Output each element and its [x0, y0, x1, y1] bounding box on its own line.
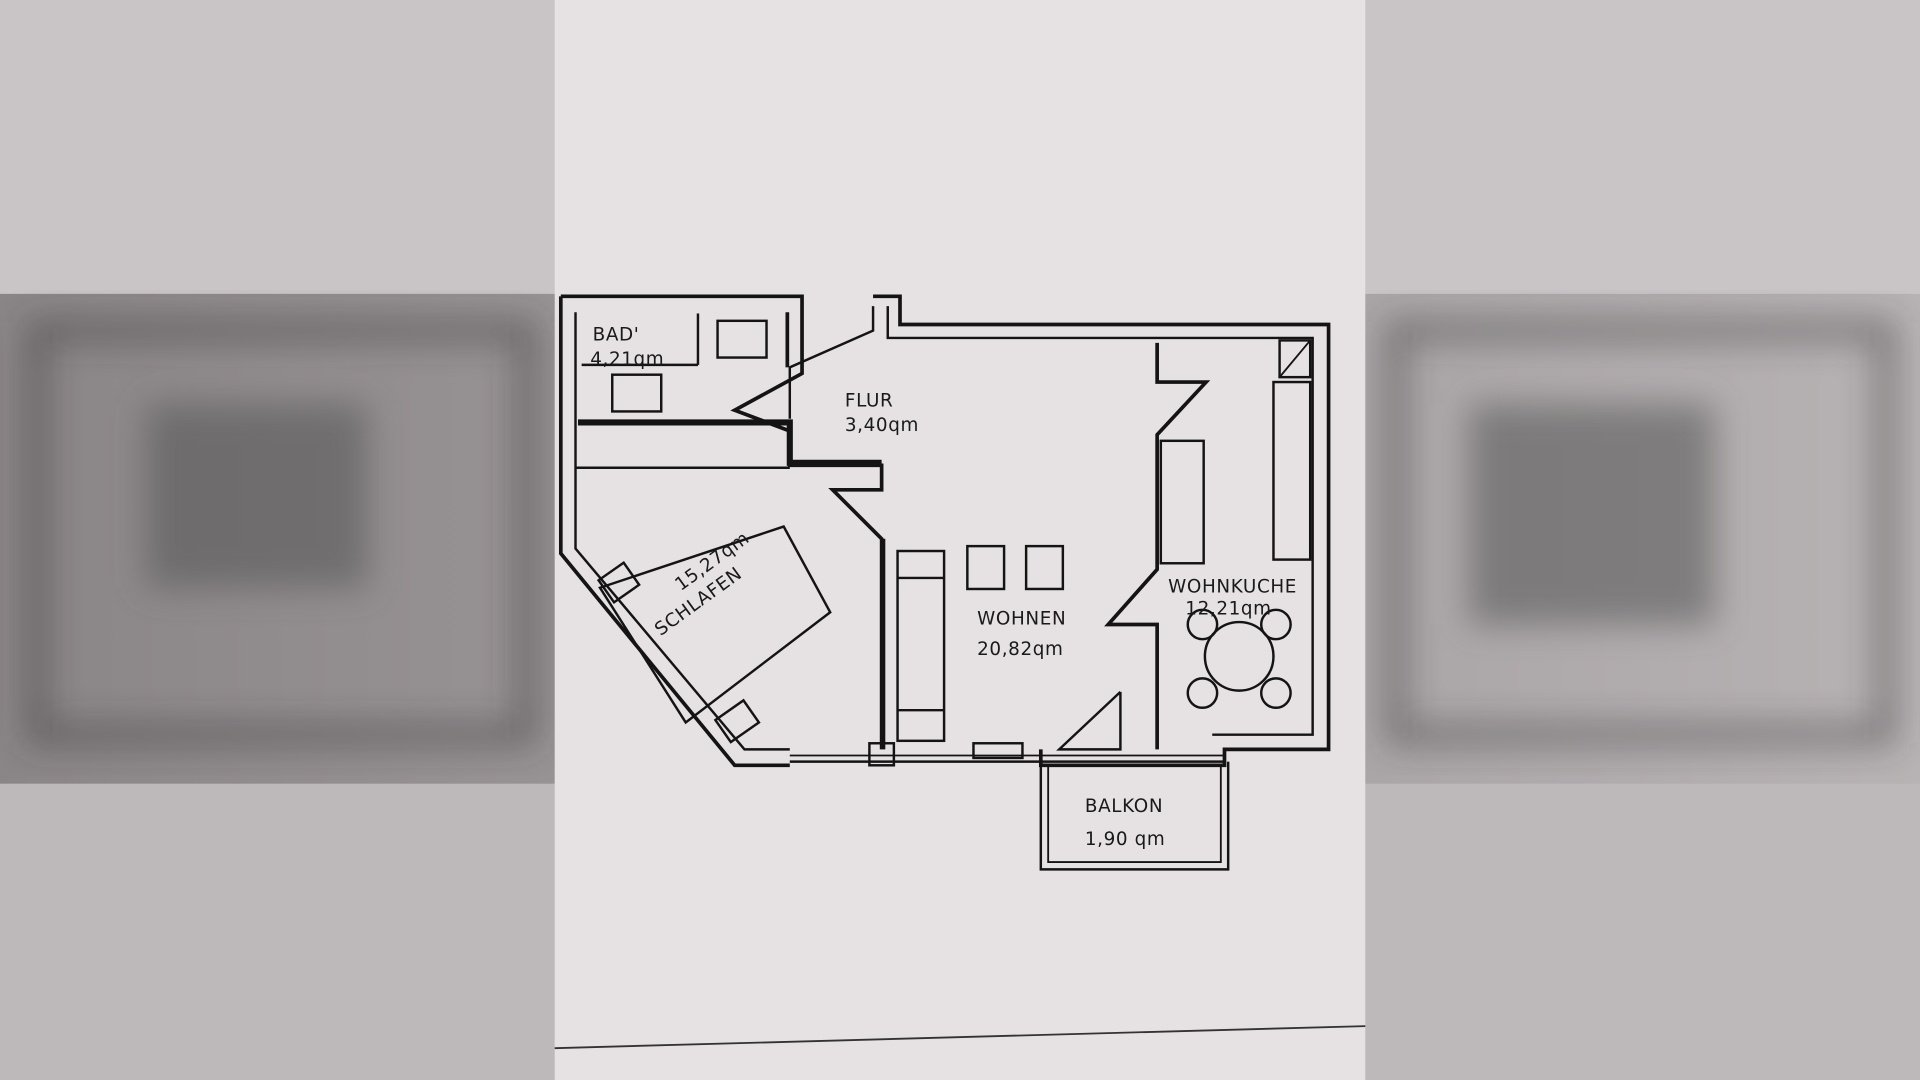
room-label-wohnkuche: WOHNKUCHE — [1168, 577, 1297, 598]
room-label-balkon: BALKON — [1085, 796, 1163, 817]
room-area-wohnkuche: 12,21qm — [1185, 599, 1271, 620]
room-label-wohnen: WOHNEN — [977, 608, 1066, 629]
room-label-bad: BAD' — [593, 324, 640, 345]
floor-plan — [558, 294, 1331, 871]
paper-sheet — [554, 0, 1366, 1080]
room-area-bad: 4,21qm — [590, 349, 664, 370]
paper-edge-line — [554, 1025, 1366, 1050]
room-area-flur: 3,40qm — [845, 415, 919, 436]
room-area-balkon: 1,90 qm — [1085, 829, 1166, 850]
room-area-wohnen: 20,82qm — [977, 639, 1063, 660]
room-label-flur: FLUR — [845, 391, 894, 412]
